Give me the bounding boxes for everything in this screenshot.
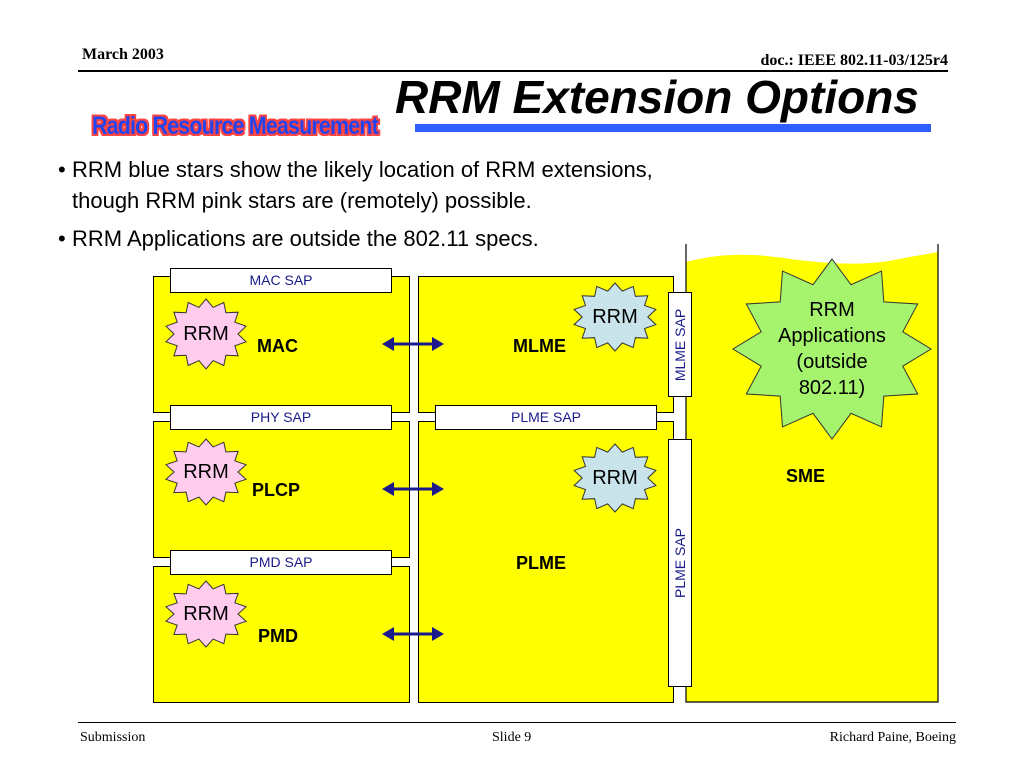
rrm-applications-star: RRM Applications (outside 802.11) — [732, 258, 932, 440]
arrow-mac-mlme — [382, 337, 444, 351]
footer-submission: Submission — [80, 730, 146, 745]
rrm-star-pink-plcp: RRM — [164, 438, 248, 506]
plcp-label: PLCP — [252, 480, 301, 500]
bullet-2: •RRM Applications are outside the 802.11… — [58, 223, 539, 254]
rrm-applications-label: RRM Applications (outside 802.11) — [732, 258, 932, 440]
plme-label: PLME — [516, 553, 567, 573]
star-burst-shape — [573, 443, 657, 513]
apps-line-2: Applications — [778, 325, 886, 347]
mac-label: MAC — [257, 336, 298, 356]
mac-sap: MAC SAP — [170, 268, 392, 293]
bullet-dot: • — [58, 157, 66, 182]
star-polygon — [165, 298, 247, 370]
star-polygon — [573, 282, 657, 352]
star-polygon — [165, 438, 247, 506]
star-burst-shape — [165, 298, 247, 370]
rrm-star-label: RRM — [592, 306, 638, 328]
arrow-plcp-plme — [382, 482, 444, 496]
rrm-star-label: RRM — [183, 603, 229, 625]
star-polygon — [573, 443, 657, 513]
footer-slide-number: Slide 9 — [492, 730, 532, 745]
apps-line-4: 802.11) — [798, 377, 866, 399]
rrm-star-label: RRM — [183, 461, 229, 483]
plme-sap-vertical: PLME SAP — [668, 439, 692, 687]
footer-divider — [78, 722, 956, 723]
bullet-1-line-1: RRM blue stars show the likely location … — [72, 157, 653, 182]
bullet-1: •RRM blue stars show the likely location… — [58, 154, 653, 216]
footer-author: Richard Paine, Boeing — [829, 730, 956, 745]
slide-title: RRM Extension Options — [395, 71, 919, 123]
rrm-star-label: RRM — [592, 467, 638, 489]
plme-sap-label: PLME SAP — [672, 527, 688, 599]
rrm-star-pink-pmd: RRM — [164, 580, 248, 648]
arrow-pmd-plme — [382, 627, 444, 641]
star-burst-shape — [165, 438, 247, 506]
star-burst-shape — [573, 282, 657, 352]
rrm-star-label: RRM — [183, 323, 229, 345]
star-burst-shape — [165, 580, 247, 648]
bullet-1-line-2: though RRM pink stars are (remotely) pos… — [72, 188, 532, 213]
header-doc-id: doc.: IEEE 802.11-03/125r4 — [760, 52, 948, 69]
title-underline-bar — [415, 124, 931, 132]
apps-line-3: (outside — [796, 351, 868, 373]
bullet-dot: • — [58, 226, 66, 251]
apps-line-1: RRM — [809, 299, 855, 321]
rrm-star-blue-plme: RRM — [572, 443, 658, 513]
mlme-sap-vertical: MLME SAP — [668, 292, 692, 397]
bullet-2-line-1: RRM Applications are outside the 802.11 … — [72, 226, 539, 251]
plme-sap-horizontal: PLME SAP — [435, 405, 657, 430]
pmd-label: PMD — [258, 626, 298, 646]
header-date: March 2003 — [82, 46, 164, 63]
star-polygon — [732, 258, 932, 440]
phy-sap: PHY SAP — [170, 405, 392, 430]
rrm-star-blue-mlme: RRM — [572, 282, 658, 352]
sme-label: SME — [786, 466, 826, 486]
star-burst-shape — [732, 258, 932, 440]
mlme-label: MLME — [513, 336, 566, 356]
rrm-star-pink-mac: RRM — [164, 298, 248, 370]
radio-resource-measurement-logo: Radio Resource Measurement — [92, 112, 379, 140]
pmd-sap: PMD SAP — [170, 550, 392, 575]
mlme-sap-label: MLME SAP — [672, 308, 688, 381]
header-divider — [78, 70, 948, 72]
star-polygon — [165, 580, 247, 648]
